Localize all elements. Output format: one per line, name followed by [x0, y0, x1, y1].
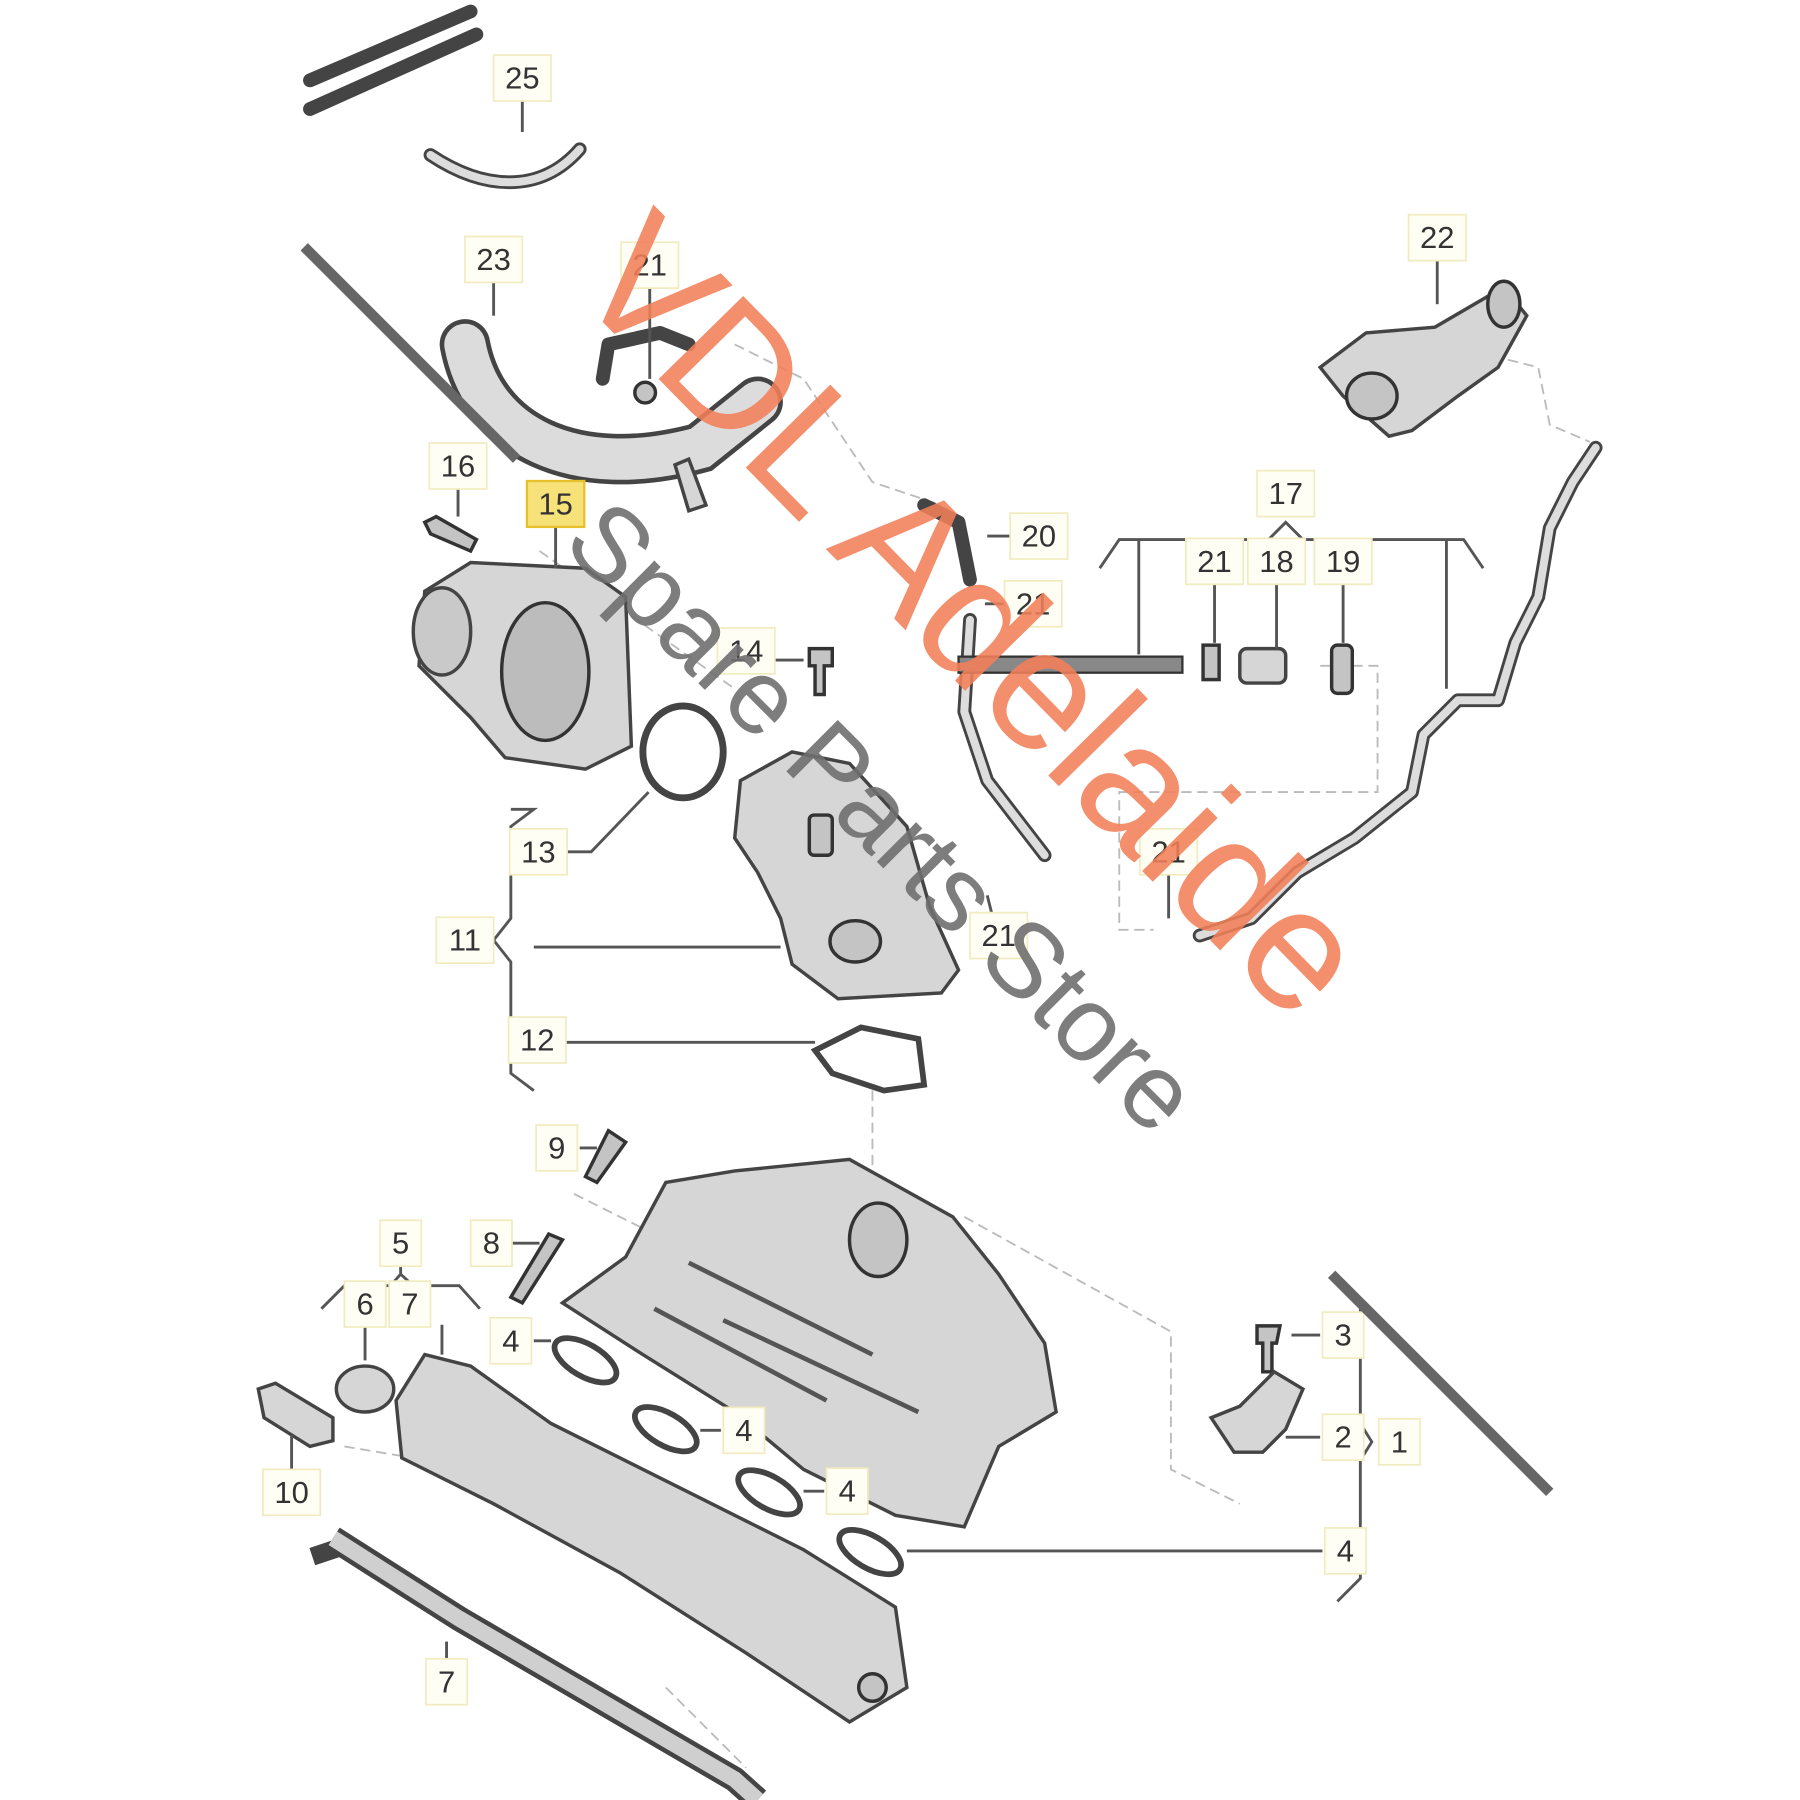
callout-23[interactable]: 23 — [464, 235, 524, 284]
svg-text:7: 7 — [438, 1664, 455, 1699]
svg-text:21: 21 — [981, 918, 1015, 953]
callout-9[interactable]: 9 — [535, 1124, 579, 1172]
callout-25[interactable]: 25 — [492, 54, 552, 102]
part-12-gasket — [810, 1024, 928, 1094]
callout-4[interactable]: 4 — [722, 1406, 766, 1455]
part-4-gaskets — [551, 1335, 904, 1578]
svg-text:1: 1 — [1391, 1424, 1408, 1459]
callout-10[interactable]: 10 — [262, 1468, 322, 1517]
svg-text:17: 17 — [1268, 476, 1302, 511]
callout-21[interactable]: 21 — [620, 241, 680, 289]
svg-text:25: 25 — [505, 61, 539, 96]
callout-3[interactable]: 3 — [1321, 1311, 1365, 1359]
svg-text:6: 6 — [356, 1287, 373, 1322]
part-8-bolt — [508, 1231, 566, 1306]
part-13-oring — [639, 702, 727, 802]
svg-text:16: 16 — [441, 449, 475, 484]
part-9-bolt — [583, 1128, 629, 1185]
part-10-sensor — [256, 1381, 335, 1449]
part-15-throttle-body — [411, 560, 634, 771]
svg-text:8: 8 — [483, 1226, 500, 1261]
part-16-bolt — [422, 514, 479, 554]
callout-21[interactable]: 21 — [1003, 580, 1063, 628]
callout-13[interactable]: 13 — [508, 827, 568, 876]
svg-text:21: 21 — [1151, 834, 1185, 869]
part-top-rail — [303, 4, 484, 116]
svg-text:12: 12 — [520, 1023, 554, 1058]
callout-20[interactable]: 20 — [1009, 512, 1069, 560]
callout-12[interactable]: 12 — [507, 1016, 567, 1064]
svg-text:10: 10 — [274, 1475, 308, 1510]
callout-8[interactable]: 8 — [469, 1219, 513, 1268]
svg-text:23: 23 — [476, 242, 510, 277]
part-lower-flange — [394, 1352, 909, 1724]
svg-text:19: 19 — [1326, 544, 1360, 579]
callout-4[interactable]: 4 — [825, 1467, 869, 1516]
svg-text:9: 9 — [548, 1130, 565, 1165]
svg-text:3: 3 — [1334, 1318, 1351, 1353]
part-22-housing — [1317, 279, 1529, 439]
callout-15-highlighted[interactable]: 15 — [525, 479, 586, 529]
svg-text:22: 22 — [1420, 220, 1454, 255]
svg-text:2: 2 — [1334, 1420, 1351, 1455]
callout-5[interactable]: 5 — [379, 1219, 423, 1268]
callout-14[interactable]: 14 — [716, 627, 776, 675]
svg-text:18: 18 — [1259, 544, 1293, 579]
svg-text:20: 20 — [1022, 519, 1056, 554]
part-2-sensor — [1208, 1369, 1306, 1454]
callout-17[interactable]: 17 — [1256, 469, 1316, 518]
callout-11[interactable]: 11 — [435, 916, 495, 964]
svg-text:5: 5 — [392, 1226, 409, 1261]
part-21-hose-top — [595, 326, 696, 405]
watermark-slash-bottom — [1327, 1270, 1554, 1496]
svg-text:14: 14 — [729, 633, 763, 668]
part-7-gasket — [309, 1527, 767, 1800]
callout-2[interactable]: 2 — [1321, 1413, 1365, 1462]
part-intake-manifold — [559, 1157, 1059, 1529]
callout-6[interactable]: 6 — [343, 1280, 387, 1328]
part-6-valve — [334, 1364, 396, 1414]
assembly-lines — [344, 343, 1591, 1769]
callout-labels: 25 23 21 22 16 15 20 21 17 21 18 19 14 1… — [262, 54, 1467, 1706]
svg-text:21: 21 — [1197, 544, 1231, 579]
part-25-clamp — [423, 142, 587, 190]
callout-21[interactable]: 21 — [1139, 827, 1199, 876]
part-17-pipe — [957, 643, 1355, 696]
part-23-hose — [439, 319, 783, 514]
part-11-intake-elbow — [732, 750, 961, 1001]
callout-4[interactable]: 4 — [1323, 1527, 1367, 1575]
callout-21[interactable]: 21 — [1184, 537, 1245, 586]
svg-text:4: 4 — [502, 1323, 519, 1358]
callout-7[interactable]: 7 — [425, 1657, 469, 1706]
svg-text:4: 4 — [735, 1413, 752, 1448]
svg-text:21: 21 — [633, 248, 667, 283]
callout-7[interactable]: 7 — [388, 1280, 432, 1328]
svg-text:15: 15 — [538, 486, 572, 521]
svg-text:4: 4 — [1337, 1533, 1354, 1568]
part-14-bolt — [807, 646, 834, 697]
part-3-bolt — [1255, 1324, 1283, 1374]
svg-text:13: 13 — [521, 834, 555, 869]
watermark-slash-top — [300, 243, 521, 463]
svg-text:21: 21 — [1016, 586, 1050, 621]
callout-1[interactable]: 1 — [1377, 1418, 1421, 1466]
svg-text:4: 4 — [839, 1474, 856, 1509]
callout-18[interactable]: 18 — [1246, 537, 1307, 586]
svg-text:7: 7 — [401, 1287, 418, 1322]
callout-22[interactable]: 22 — [1407, 213, 1467, 262]
callout-19[interactable]: 19 — [1313, 537, 1373, 586]
callout-16[interactable]: 16 — [428, 442, 488, 490]
svg-text:11: 11 — [449, 923, 481, 958]
part-long-hose-right — [1192, 440, 1603, 943]
callout-4[interactable]: 4 — [489, 1316, 533, 1365]
callout-21[interactable]: 21 — [969, 911, 1029, 960]
